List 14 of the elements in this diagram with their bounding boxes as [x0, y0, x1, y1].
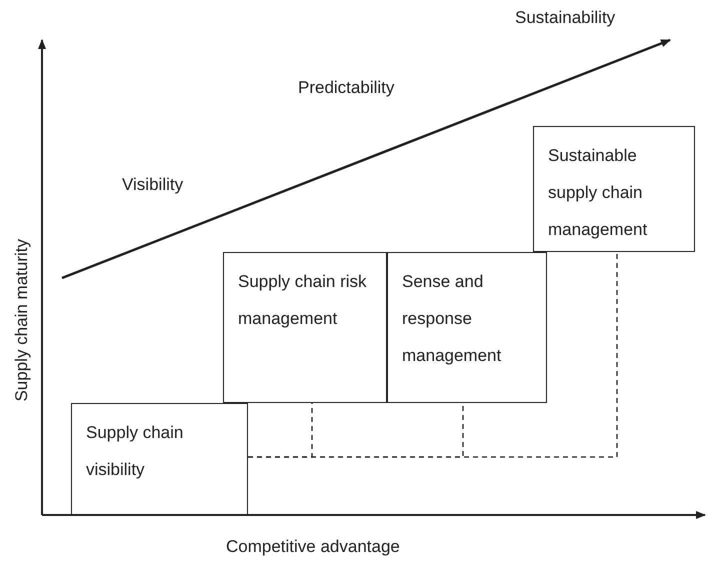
- stage-box: [71, 403, 248, 515]
- stage-label: Supply chain risk management: [238, 271, 368, 330]
- stage-box: [533, 126, 695, 252]
- trend-label: Sustainability: [515, 8, 616, 28]
- stage-label: Supply chain visibility: [86, 422, 184, 481]
- trend-label: Predictability: [298, 78, 394, 98]
- stage-label: Sense and response management: [402, 271, 502, 367]
- stage-box: [387, 252, 547, 403]
- axis-title: Supply chain maturity: [12, 238, 32, 402]
- stage-label: Sustainable supply chain management: [548, 145, 648, 241]
- stage-box: [223, 252, 387, 403]
- trend-label: Visibility: [122, 175, 184, 195]
- dashed-connector: [248, 252, 618, 458]
- axis-title: Competitive advantage: [226, 537, 400, 557]
